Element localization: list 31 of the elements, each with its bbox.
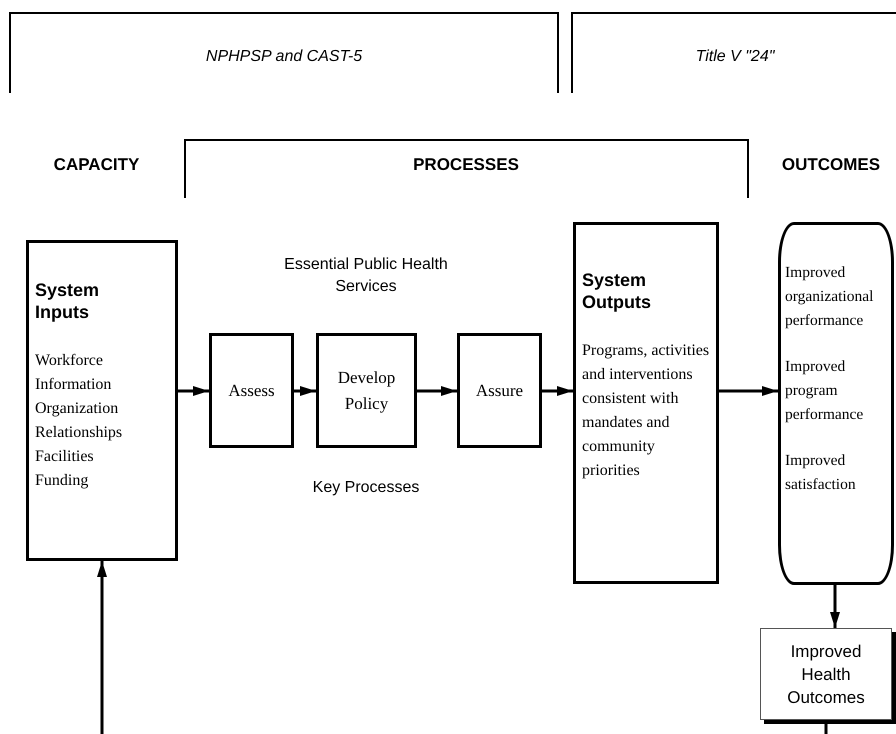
arrow [178, 386, 209, 396]
section-heading: PROCESSES [412, 154, 520, 176]
box-label: Develop Policy [338, 366, 396, 415]
group-label: Key Processes [312, 478, 420, 498]
bracket-label: NPHPSP and CAST-5 [204, 47, 364, 67]
group-label: Essential Public Health Services [283, 255, 449, 297]
section-heading: OUTCOMES [780, 154, 882, 176]
box-label: Assess [228, 380, 275, 402]
output-box [573, 222, 719, 584]
input-box [26, 240, 178, 561]
arrow [542, 386, 573, 396]
section-heading: CAPACITY [52, 154, 140, 176]
bracket-label: Title V "24" [694, 47, 776, 67]
box-text: Workforce Information Organization Relationships Facilities Funding [35, 351, 122, 491]
process-box [209, 333, 294, 448]
outcome-text: Improved satisfaction [785, 451, 857, 495]
outcomes-box [778, 222, 894, 585]
arrow [417, 386, 457, 396]
arrow [719, 386, 778, 396]
box-heading: System Outputs [582, 269, 652, 313]
box-label: Improved Health Outcomes [786, 640, 866, 708]
process-box [316, 333, 417, 448]
box-heading: System Inputs [35, 279, 100, 323]
box-text: Programs, activities and interventions consistent with mandates and community priorities [582, 341, 710, 481]
arrow [294, 386, 316, 396]
process-box [457, 333, 542, 448]
outcome-text: Improved program performance [785, 357, 864, 425]
box-label: Assure [476, 380, 524, 402]
outcome-text: Improved organizational performance [785, 263, 874, 331]
arrow [830, 585, 840, 628]
arrow [97, 561, 107, 734]
